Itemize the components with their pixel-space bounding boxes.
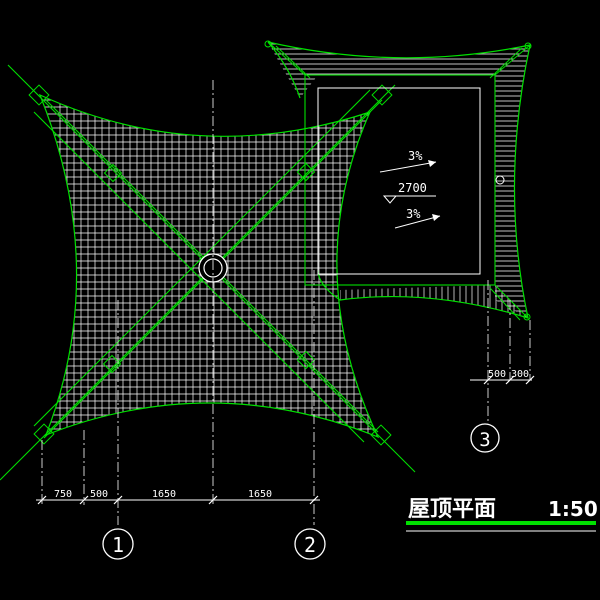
right-dimension-chain: 500 300 (470, 369, 535, 385)
elevation-label: 2700 (398, 181, 427, 195)
axis-label-1: 1 (112, 533, 124, 557)
axis-label-2: 2 (304, 533, 316, 557)
drawing-scale: 1:50 (548, 497, 598, 521)
axis-bubble-2: 2 (294, 528, 326, 560)
parapet-outer (304, 74, 496, 286)
drawing-title: 屋顶平面 (408, 497, 496, 522)
extension-lines (41, 80, 531, 525)
slope-label-top: 3% (408, 149, 423, 163)
dim-750: 750 (54, 489, 72, 500)
slope-arrowhead-top (428, 160, 436, 167)
dim-1650-b: 1650 (248, 489, 272, 500)
right-roof-outline (267, 41, 531, 319)
left-roof-outline (38, 93, 380, 439)
axis-bubble-1: 1 (102, 528, 134, 560)
axis-label-3: 3 (479, 429, 490, 451)
dim-right-300: 300 (511, 369, 529, 380)
dim-1650-a: 1650 (152, 489, 176, 500)
left-roof (0, 64, 416, 481)
beam-end-caps (28, 84, 393, 446)
slope-arrow-top (379, 161, 437, 173)
slope-arrow-bottom (394, 215, 441, 229)
corner-bolts (264, 40, 532, 321)
drawing-title-block: 屋顶平面 1:50 (406, 497, 598, 532)
dim-right-500: 500 (488, 369, 506, 380)
flat-roof-annotations: 3% 2700 3% (379, 149, 441, 229)
elevation-marker (382, 195, 398, 204)
corner-ridges (267, 41, 531, 321)
dim-500: 500 (90, 489, 108, 500)
right-roof-left-edge (267, 41, 301, 99)
slope-label-bottom: 3% (406, 207, 421, 221)
axis-bubble-3: 3 (470, 423, 500, 453)
bottom-dimension-chain: 750 500 1650 1650 (36, 489, 320, 505)
flat-roof-area (317, 87, 481, 275)
slope-arrowhead-bottom (432, 214, 440, 221)
